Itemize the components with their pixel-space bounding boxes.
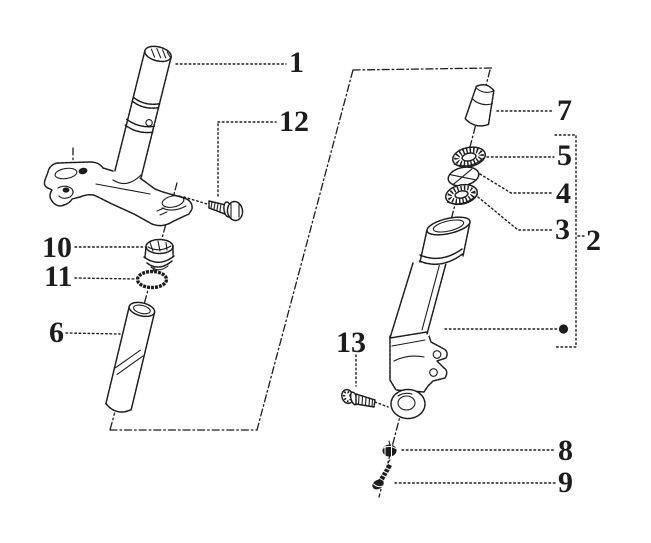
callout-6: 6 (49, 316, 64, 349)
callout-2: 2 (586, 224, 601, 257)
bolt13-threads (357, 395, 374, 408)
screw-tip (387, 459, 391, 464)
tube-bore (133, 304, 151, 315)
washer-hatch-ring (447, 185, 476, 204)
clamp-bridge-edge (95, 183, 151, 195)
part-9-screw (372, 459, 392, 490)
callout-9: 9 (558, 466, 573, 499)
left-boss-spot (78, 167, 88, 175)
part-8-nut (382, 440, 397, 457)
clamp-bottom-edge (79, 177, 193, 227)
leader-3 (477, 196, 553, 231)
leader-11 (74, 277, 137, 280)
left-boss-slot (54, 167, 78, 180)
callout-4: 4 (556, 177, 571, 210)
ring-fold-marks (449, 168, 476, 185)
part-11-o-ring (135, 269, 169, 290)
callout-7: 7 (557, 94, 572, 127)
washer-thickness (453, 156, 486, 167)
axle-boss-arc (397, 392, 413, 397)
bolt13-connector (374, 401, 389, 408)
part-13-bolt (341, 388, 389, 408)
left-lug-spot (62, 187, 70, 193)
body-slider-seam (389, 331, 428, 339)
collar-rings (418, 248, 464, 265)
callout-13: 13 (336, 326, 366, 359)
callout-12: 12 (279, 105, 309, 138)
washer-hatch-ring (454, 147, 484, 167)
tube-cap-hatching (150, 47, 171, 59)
part-10-adjuster-nut (143, 238, 175, 271)
bolt12-connector (183, 196, 208, 205)
bolt12-threads (210, 201, 222, 212)
leader-lines (65, 63, 585, 484)
clamp-tube-collar (112, 174, 142, 185)
fork-leg-assembly (341, 84, 495, 490)
clamp-left-edge (43, 162, 81, 207)
leader-6 (65, 332, 121, 335)
leader-4 (479, 173, 554, 194)
body-slider-seam2 (391, 339, 426, 347)
callout-11: 11 (44, 260, 72, 293)
body-reflection (421, 262, 441, 331)
right-boss-shading (156, 207, 168, 216)
assembly-2-bullet-marker (558, 324, 569, 334)
callout-5: 5 (557, 139, 572, 172)
cone-seam (471, 98, 494, 106)
part-2-fork-leg (389, 216, 471, 420)
part-7-cone (464, 84, 495, 127)
boundary-diagonal (256, 69, 354, 431)
triple-clamp (43, 161, 193, 227)
nut8-stem (388, 440, 391, 446)
callout-1: 1 (289, 46, 304, 79)
axle-boss (390, 388, 426, 420)
bolt12-head-facets (230, 203, 240, 219)
body-edges (389, 255, 449, 339)
tube-joint-boss (145, 119, 153, 127)
callout-3: 3 (555, 213, 570, 246)
screw-threads (378, 467, 391, 482)
clamp-top-edge (57, 161, 114, 172)
callout-10: 10 (42, 231, 72, 264)
collar-sides (419, 221, 471, 263)
part-6-spacer-tube (105, 301, 156, 414)
assembly-2-bracket (554, 134, 577, 348)
part-12-clamp-bolt (183, 196, 244, 222)
boundary-top (352, 67, 493, 71)
slider-outline (389, 329, 448, 393)
right-boss-rim (161, 205, 187, 211)
collar-bore (432, 219, 465, 233)
screw-head-edge (373, 483, 384, 488)
steering-column-assembly (43, 45, 244, 414)
part-3-washer (444, 183, 479, 206)
nut-slot (147, 245, 172, 251)
slider-detail-line (393, 355, 425, 362)
callout-8: 8 (558, 434, 573, 467)
tube-seam (113, 349, 144, 375)
left-lug (57, 185, 74, 199)
part-5-washer (451, 146, 487, 168)
lower-lug-hole (429, 368, 438, 377)
upper-lug-hole (432, 350, 442, 359)
right-boss-slot (161, 195, 185, 208)
cone-nose-line (476, 87, 494, 93)
axle-hole (397, 395, 416, 411)
part-1-steering-tube (113, 45, 173, 184)
callout-labels: 1 12 10 11 6 7 5 4 3 2 13 8 9 (42, 46, 601, 499)
washer-thickness (446, 194, 478, 205)
nut8-top-edge (383, 445, 396, 449)
